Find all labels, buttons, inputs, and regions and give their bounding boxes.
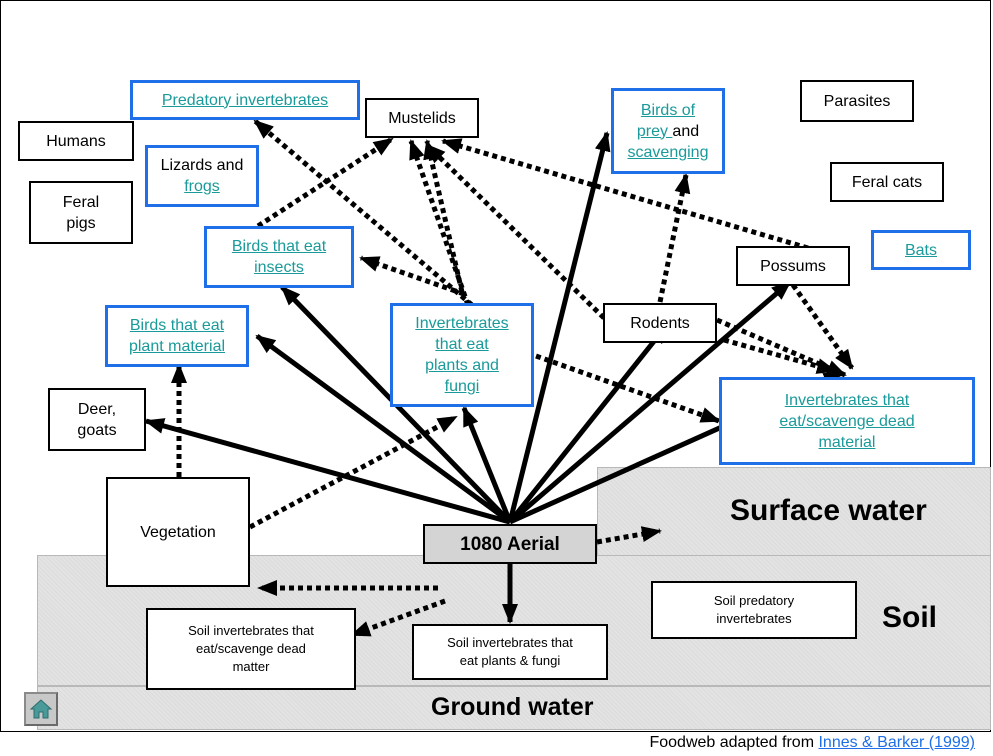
deer-label-2: goats	[77, 421, 117, 439]
birds-eat-plant-link-1[interactable]: Birds that eat	[129, 317, 225, 334]
soil-inv-plants-label-1: Soil invertebrates that	[447, 635, 573, 650]
birds-eat-plant-link-2[interactable]: plant material	[128, 338, 226, 355]
node-parasites: Parasites	[800, 80, 914, 122]
solid-arrow-1	[255, 333, 512, 525]
feral-pigs-label-2: pigs	[66, 214, 96, 232]
node-invertebrates-dead-material[interactable]: Invertebrates that eat/scavenge dead mat…	[719, 377, 975, 465]
footer-prefix: Foodweb adapted from	[649, 734, 819, 751]
node-invertebrates-plants-fungi[interactable]: Invertebrates that eat plants and fungi	[390, 303, 534, 407]
possums-label: Possums	[760, 257, 826, 275]
node-deer-goats: Deer, goats	[48, 388, 146, 451]
inv-plants-link-3[interactable]: plants and	[425, 357, 499, 374]
node-vegetation: Vegetation	[106, 477, 250, 587]
soil-predatory-label-1: Soil predatory	[713, 593, 795, 608]
innes-barker-link[interactable]: Innes & Barker (1999)	[818, 734, 975, 751]
feral-cats-label: Feral cats	[851, 173, 923, 191]
node-humans: Humans	[18, 121, 134, 161]
vegetation-label: Vegetation	[140, 523, 216, 541]
dotted-arrow-14	[423, 139, 465, 293]
rodents-label: Rodents	[630, 314, 690, 332]
surface-water-label: Surface water	[730, 494, 927, 527]
birds-eat-insects-link-2[interactable]: insects	[254, 259, 304, 276]
node-soil-inv-plants-fungi: Soil invertebrates that eat plants & fun…	[412, 624, 608, 680]
deer-label-1: Deer,	[77, 400, 117, 418]
bats-link[interactable]: Bats	[904, 241, 937, 259]
lizards-label: Lizards and	[160, 157, 244, 174]
soil-label: Soil	[882, 601, 938, 634]
node-bats[interactable]: Bats	[871, 230, 971, 270]
node-lizards-frogs[interactable]: Lizards and frogs	[145, 145, 259, 207]
dotted-arrow-22	[790, 283, 855, 370]
home-icon	[29, 699, 53, 719]
node-possums: Possums	[736, 246, 850, 286]
node-birds-eat-insects[interactable]: Birds that eat insects	[204, 226, 354, 288]
diagram-frame	[0, 0, 991, 732]
dotted-arrow-10	[248, 414, 458, 530]
inv-dead-link-3[interactable]: material	[818, 433, 876, 451]
dotted-arrow-24	[350, 598, 446, 638]
scavenging-link[interactable]: scavenging	[627, 143, 709, 161]
node-1080-aerial: 1080 Aerial	[423, 524, 597, 564]
solid-arrow-3	[461, 406, 513, 523]
dotted-arrow-13	[408, 139, 471, 306]
soil-predatory-label-2: invertebrates	[716, 611, 792, 626]
dotted-arrow-12	[253, 119, 474, 307]
node-birds-of-prey[interactable]: Birds of prey and scavenging	[611, 88, 725, 174]
ground-water-label: Ground water	[431, 693, 594, 721]
soil-inv-dead-label-2: eat/scavenge dead	[196, 641, 306, 656]
surface-water-layer	[597, 467, 991, 559]
dotted-arrow-25	[596, 526, 662, 545]
soil-inv-dead-label-3: matter	[232, 659, 270, 674]
mustelids-label: Mustelids	[388, 109, 456, 127]
birds-eat-insects-link-1[interactable]: Birds that eat	[231, 238, 327, 255]
inv-plants-link-4[interactable]: fungi	[444, 378, 480, 395]
footer-credit: Foodweb adapted from Innes & Barker (199…	[649, 734, 975, 752]
node-mustelids: Mustelids	[365, 98, 479, 138]
node-soil-predatory-invertebrates: Soil predatory invertebrates	[651, 581, 857, 639]
solid-arrow-4	[507, 131, 611, 523]
humans-label: Humans	[46, 132, 106, 150]
node-feral-cats: Feral cats	[830, 162, 944, 202]
home-button[interactable]	[24, 692, 58, 726]
inv-dead-link-1[interactable]: Invertebrates that	[784, 391, 910, 409]
feral-pigs-label-1: Feral	[62, 193, 100, 211]
dotted-arrow-15	[359, 255, 465, 297]
birds-of-prey-link-1[interactable]: Birds of	[640, 101, 696, 119]
dotted-arrow-18	[441, 138, 809, 251]
soil-inv-dead-label-1: Soil invertebrates that	[188, 623, 314, 638]
node-rodents: Rodents	[603, 303, 717, 343]
solid-arrow-6	[508, 280, 792, 524]
birds-of-prey-and-label: and	[672, 122, 700, 140]
predatory-invertebrates-link[interactable]: Predatory invertebrates	[161, 91, 329, 109]
inv-dead-link-2[interactable]: eat/scavenge dead	[779, 412, 915, 430]
parasites-label: Parasites	[823, 92, 891, 110]
dotted-arrow-19	[657, 173, 691, 303]
inv-plants-link-2[interactable]: that eat	[435, 336, 489, 353]
solid-arrow-5	[508, 323, 669, 524]
node-feral-pigs: Feral pigs	[29, 181, 133, 244]
node-birds-eat-plant-material[interactable]: Birds that eat plant material	[105, 305, 249, 367]
aerial-label: 1080 Aerial	[460, 533, 560, 555]
node-soil-inv-dead-matter: Soil invertebrates that eat/scavenge dea…	[146, 608, 356, 690]
inv-plants-link-1[interactable]: Invertebrates	[415, 315, 509, 332]
soil-inv-plants-label-2: eat plants & fungi	[459, 653, 561, 668]
node-predatory-invertebrates[interactable]: Predatory invertebrates	[130, 80, 360, 120]
dotted-arrow-21	[723, 337, 837, 374]
birds-of-prey-link-2[interactable]: prey	[636, 122, 673, 140]
frogs-link[interactable]: frogs	[184, 178, 220, 195]
solid-arrow-0	[144, 418, 511, 525]
ground-water-layer	[37, 686, 991, 730]
